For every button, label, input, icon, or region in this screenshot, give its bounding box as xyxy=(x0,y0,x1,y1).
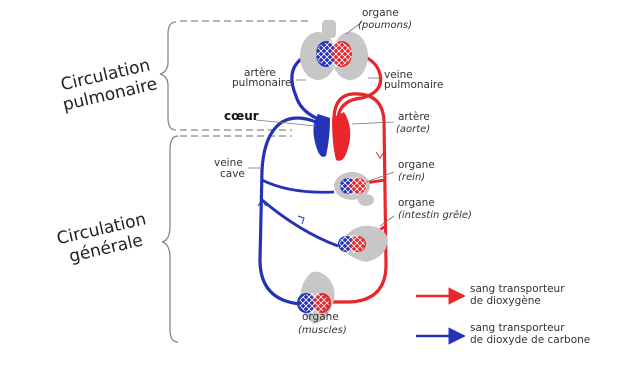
kidney-organ xyxy=(334,172,374,206)
label-intestine-line1: organe xyxy=(398,197,435,209)
label-aorta: artère (aorte) xyxy=(396,111,430,135)
label-intestine: organe (intestin grêle) xyxy=(398,197,472,221)
label-heart: cœur xyxy=(224,109,259,123)
vein-from-intestine xyxy=(262,200,338,246)
label-kidney-line1: organe xyxy=(398,159,435,171)
label-kidney: organe (rein) xyxy=(398,159,435,183)
label-lungs-line1: organe xyxy=(362,7,399,19)
label-muscles: organe (muscles) xyxy=(298,311,347,336)
vein-from-kidney xyxy=(262,180,334,192)
label-intestine-line2: (intestin grêle) xyxy=(398,209,472,221)
label-lungs: organe (poumons) xyxy=(358,7,412,31)
label-pulmonary-artery: artère pulmonaire xyxy=(232,67,291,89)
general-section-title: Circulation générale xyxy=(55,209,153,268)
label-pulmonary-vein-line2: pulmonaire xyxy=(384,79,443,91)
label-lungs-line2: (poumons) xyxy=(358,20,412,31)
label-aorta-line2: (aorte) xyxy=(396,124,430,135)
label-muscles-line1: organe xyxy=(302,311,339,323)
label-pulmonary-artery-line2: pulmonaire xyxy=(232,77,291,89)
pulmonary-section-title: Circulation pulmonaire xyxy=(56,55,159,116)
legend-oxygen-line1: sang transporteur xyxy=(470,283,565,295)
heart-organ xyxy=(313,112,350,161)
vena-cava-vessel xyxy=(260,118,316,304)
label-vena-cava: veine cave xyxy=(214,157,245,180)
label-muscles-line2: (muscles) xyxy=(298,325,347,336)
legend-co2-line1: sang transporteur xyxy=(470,322,565,334)
legend-oxygen-line2: de dioxygène xyxy=(470,295,541,307)
label-aorta-line1: artère xyxy=(398,111,430,123)
legend-co2-line2: de dioxyde de carbone xyxy=(470,334,590,346)
legend: sang transporteur de dioxygène sang tran… xyxy=(416,283,590,346)
label-kidney-line2: (rein) xyxy=(398,172,425,183)
label-vena-cava-line2: cave xyxy=(220,168,245,180)
label-pulmonary-vein: veine pulmonaire xyxy=(384,69,443,91)
intestine-organ xyxy=(338,226,388,262)
